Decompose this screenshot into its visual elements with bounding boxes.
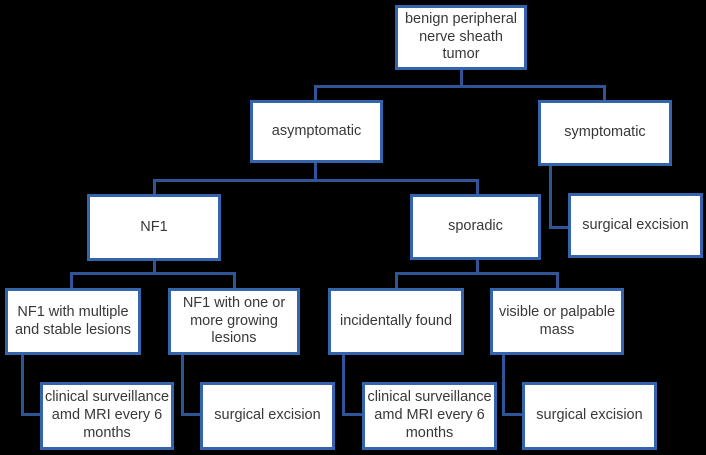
connector-segment xyxy=(502,413,523,416)
node-sporadic: sporadic xyxy=(410,194,541,260)
connector-segment xyxy=(314,85,317,101)
node-symptomatic: symptomatic xyxy=(538,100,672,166)
node-surgical-excision-symptomatic: surgical excision xyxy=(568,193,703,258)
node-label: surgical excision xyxy=(214,407,321,424)
node-label: symptomatic xyxy=(564,124,646,141)
node-nf1-growing-lesions: NF1 with one or more growing lesions xyxy=(168,288,300,355)
connector-segment xyxy=(476,179,479,195)
connector-segment xyxy=(460,70,463,87)
connector-segment xyxy=(314,85,606,88)
connector-segment xyxy=(549,226,570,229)
node-surgical-excision-mass: surgical excision xyxy=(522,382,657,450)
node-label: surgical excision xyxy=(536,407,643,424)
node-label: sporadic xyxy=(448,218,503,235)
connector-segment xyxy=(502,355,505,416)
connector-segment xyxy=(395,272,398,289)
connector-segment xyxy=(342,413,363,416)
node-incidentally-found: incidentally found xyxy=(328,288,464,355)
connector-segment xyxy=(70,272,73,289)
node-asymptomatic: asymptomatic xyxy=(250,100,383,163)
node-label: NF1 xyxy=(140,218,168,235)
node-benign-peripheral-nerve-sheath-tumor: benign peripheral nerve sheath tumor xyxy=(395,5,527,70)
connector-segment xyxy=(181,413,201,416)
connector-segment xyxy=(181,355,184,416)
connector-segment xyxy=(603,85,606,101)
connector-segment xyxy=(556,272,559,289)
node-nf1-multiple-stable-lesions: NF1 with multiple and stable lesions xyxy=(5,288,141,355)
node-label: clinical surveillance amd MRI every 6 mo… xyxy=(44,389,170,441)
node-visible-palpable-mass: visible or palpable mass xyxy=(490,288,624,355)
node-surgical-excision-nf1-growing: surgical excision xyxy=(200,382,335,450)
connector-segment xyxy=(153,261,156,275)
connector-segment xyxy=(153,179,479,182)
node-label: surgical excision xyxy=(582,216,689,233)
connector-segment xyxy=(21,355,24,416)
connector-segment xyxy=(549,166,552,229)
connector-segment xyxy=(476,260,479,275)
connector-segment xyxy=(314,163,317,182)
node-label: clinical surveillance amd MRI every 6 mo… xyxy=(367,389,492,441)
node-label: incidentally found xyxy=(339,312,453,329)
connector-segment xyxy=(21,413,41,416)
node-nf1: NF1 xyxy=(87,194,221,261)
connector-segment xyxy=(233,272,236,289)
node-surveillance-incidental: clinical surveillance amd MRI every 6 mo… xyxy=(362,382,497,450)
connector-segment xyxy=(70,272,236,275)
connector-segment xyxy=(342,355,345,416)
connector-segment xyxy=(395,272,559,275)
node-label: benign peripheral nerve sheath tumor xyxy=(404,10,518,63)
node-surveillance-nf1-stable: clinical surveillance amd MRI every 6 mo… xyxy=(40,382,174,450)
connector-segment xyxy=(153,179,156,195)
node-label: NF1 with one or more growing lesions xyxy=(182,294,286,347)
node-label: asymptomatic xyxy=(271,122,362,139)
node-label: NF1 with multiple and stable lesions xyxy=(14,303,132,338)
node-label: visible or palpable mass xyxy=(498,303,616,338)
